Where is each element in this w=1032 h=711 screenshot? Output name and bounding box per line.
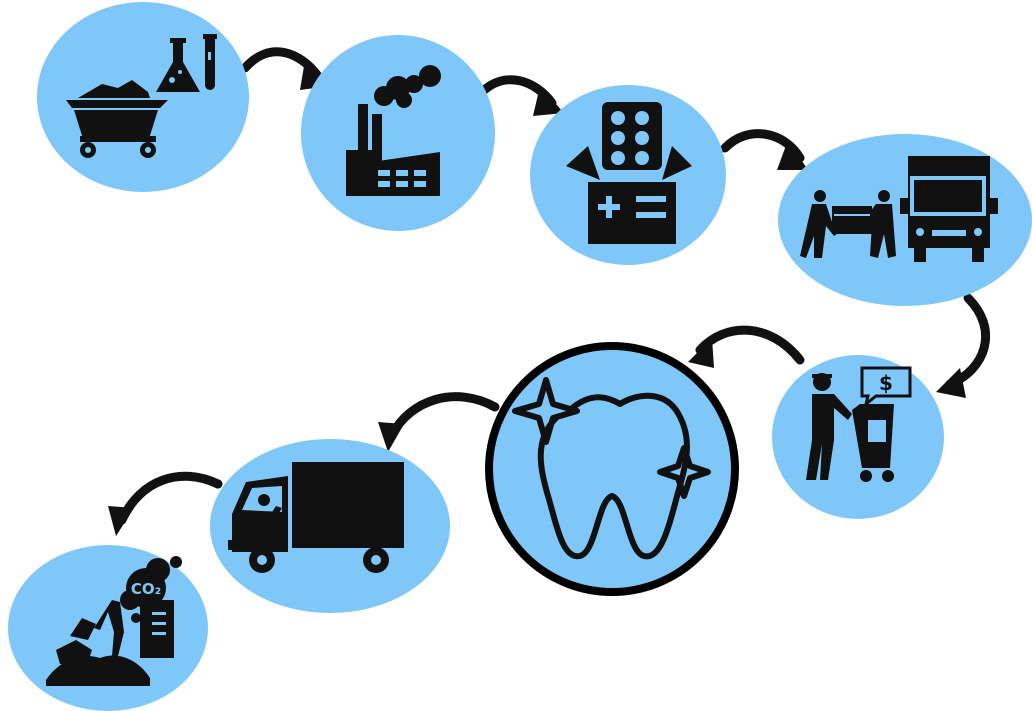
mining-cart-icon bbox=[66, 80, 168, 158]
factory-smoke-icon bbox=[346, 65, 441, 196]
sparkling-tooth-icon bbox=[512, 377, 711, 560]
price-speech-bubble-icon bbox=[860, 366, 912, 408]
landfill-co2-emission-icon bbox=[46, 556, 182, 686]
stage-distribution bbox=[778, 134, 1032, 306]
arrow-6-7 bbox=[387, 392, 500, 440]
stage-raw-materials bbox=[37, 2, 249, 192]
co2-label: CO₂ bbox=[131, 580, 161, 598]
delivery-truck-icon bbox=[228, 462, 404, 573]
arrow-5-6 bbox=[695, 325, 805, 365]
stage-waste-transport bbox=[210, 439, 450, 613]
retail-cashier-cart-icon bbox=[806, 366, 912, 482]
price-symbol: $ bbox=[879, 371, 893, 395]
stage-packaging bbox=[530, 85, 726, 265]
arrow-7-8 bbox=[117, 471, 223, 525]
movers-and-delivery-van-icon bbox=[800, 156, 998, 262]
arrow-heads bbox=[108, 60, 966, 536]
stage-retail: $ bbox=[772, 355, 944, 519]
stage-disposal: CO₂ bbox=[8, 545, 208, 711]
lab-flask-icon bbox=[156, 34, 217, 92]
flow-arrows bbox=[117, 47, 990, 525]
arrow-4-5 bbox=[945, 293, 990, 389]
packaged-product-box-icon bbox=[566, 102, 692, 244]
stage-manufacturing bbox=[301, 35, 495, 231]
stage-use-highlighted bbox=[485, 342, 739, 596]
